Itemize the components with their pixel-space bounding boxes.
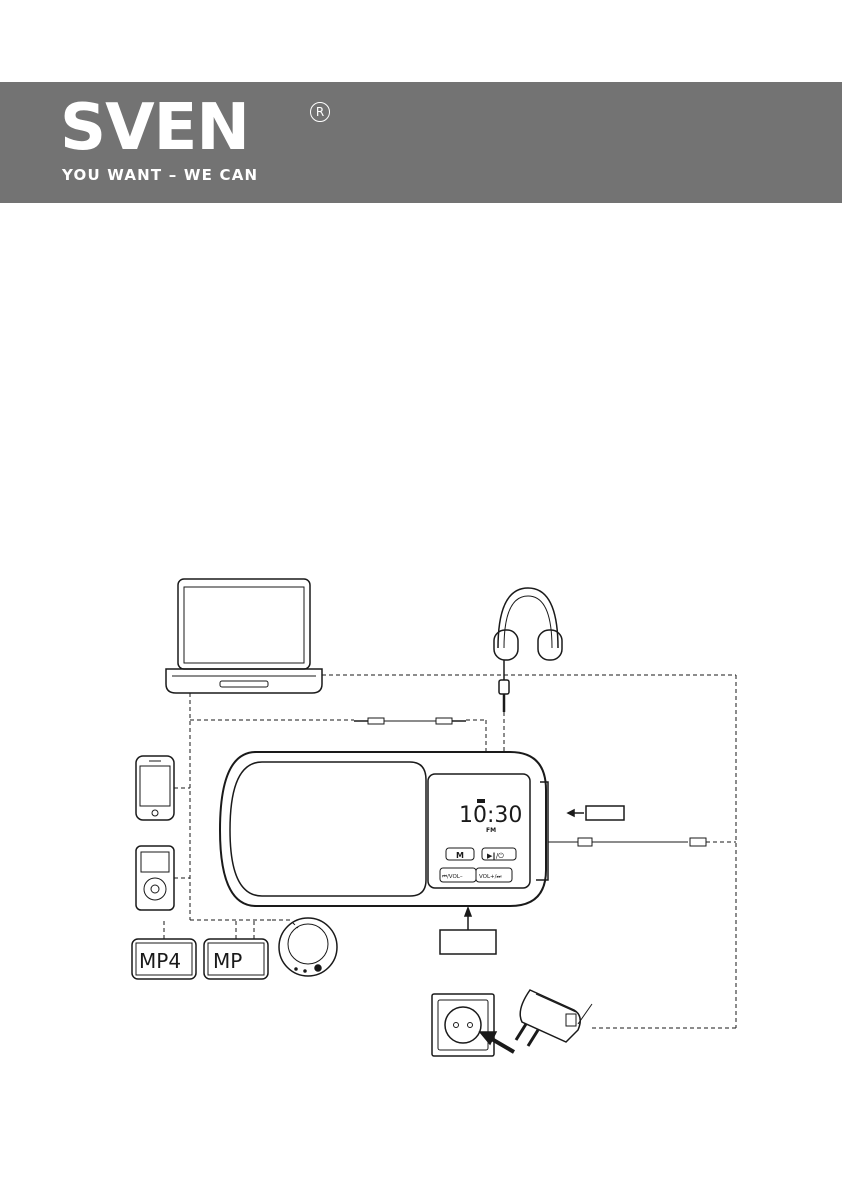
time-display: 10:30 (459, 803, 522, 828)
dashed-connections (163, 674, 737, 1029)
prev-vol-button[interactable]: ⏮/VOL– (442, 874, 463, 880)
next-vol-button[interactable]: VOL+/⏭ (479, 874, 502, 880)
wall-socket-icon (431, 993, 495, 1057)
laptop-icon (165, 578, 323, 694)
brand-logo: SVEN (60, 91, 250, 165)
brand-tagline: YOU WANT – WE CAN (62, 166, 259, 184)
power-adapter-icon (514, 989, 593, 1047)
usb-cable (548, 837, 736, 847)
aux-cable (354, 717, 466, 725)
mp4-label: MP4 (139, 949, 181, 973)
mode-button[interactable]: M (456, 851, 464, 860)
round-player-icon (278, 917, 338, 977)
play-power-button[interactable]: ▶‖/⏻ (487, 852, 504, 860)
header-banner (0, 82, 842, 203)
smartphone-icon (135, 755, 175, 821)
insert-arrow (478, 1031, 516, 1054)
band-label: FM (486, 827, 496, 834)
headphones-icon (493, 587, 563, 712)
speaker-device (218, 751, 549, 907)
media-player-icon (135, 845, 175, 911)
power-label-box (439, 905, 497, 955)
mp3-label: MP (213, 949, 242, 973)
registered-mark: R (310, 102, 330, 122)
usb-stick-icon (566, 805, 625, 821)
